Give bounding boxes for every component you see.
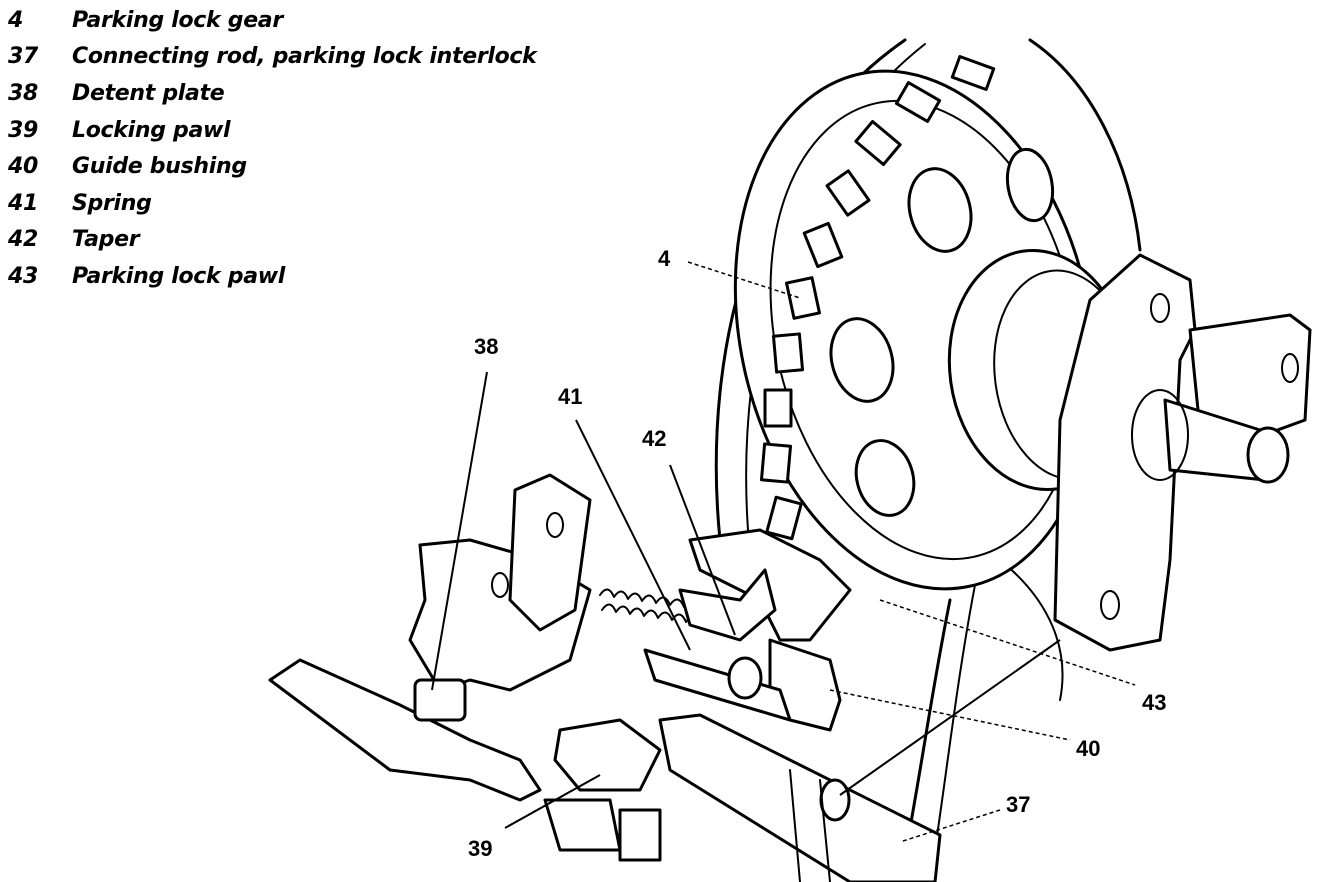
leader-lines bbox=[431, 261, 1136, 843]
legend-item: 38 Detent plate bbox=[8, 75, 568, 112]
leader-line-43 bbox=[879, 599, 1136, 686]
leader-line-40b bbox=[839, 639, 1061, 796]
legend-number: 4 bbox=[8, 7, 24, 33]
gear-hole bbox=[907, 167, 973, 253]
leader-line-40 bbox=[829, 689, 1071, 741]
callout-40: 40 bbox=[1076, 736, 1100, 761]
taper bbox=[678, 568, 777, 700]
leader-line-38 bbox=[431, 371, 488, 691]
legend-item: 40 Guide bushing bbox=[8, 148, 568, 185]
legend-label: Parking lock pawl bbox=[72, 263, 285, 289]
legend-number: 41 bbox=[8, 190, 39, 216]
leader-line-37 bbox=[899, 809, 1001, 843]
legend-label: Taper bbox=[72, 227, 140, 253]
gear-hole bbox=[854, 439, 916, 517]
callout-39: 39 bbox=[468, 836, 492, 861]
legend-number: 38 bbox=[8, 80, 39, 106]
locking-pawl bbox=[268, 658, 662, 862]
legend-item: 43 Parking lock pawl bbox=[8, 258, 568, 295]
leader-line-4 bbox=[687, 261, 801, 299]
parking-lock-pawl bbox=[688, 528, 852, 732]
legend-number: 37 bbox=[8, 44, 39, 70]
callout-43: 43 bbox=[1142, 690, 1166, 715]
callout-41: 41 bbox=[558, 384, 582, 409]
connecting-rod bbox=[658, 713, 942, 882]
legend-number: 39 bbox=[8, 117, 39, 143]
gear-hole bbox=[1005, 147, 1055, 223]
callout-38: 38 bbox=[474, 334, 498, 359]
detent-plate bbox=[408, 473, 592, 692]
legend-number: 42 bbox=[8, 227, 39, 253]
legend-item: 39 Locking pawl bbox=[8, 112, 568, 149]
leader-line-42 bbox=[669, 464, 736, 636]
leader-line-39 bbox=[504, 774, 601, 829]
guide-bushing bbox=[1053, 253, 1197, 652]
shaft-assembly bbox=[947, 249, 1312, 652]
legend-label: Locking pawl bbox=[72, 117, 231, 143]
legend-number: 43 bbox=[8, 263, 39, 289]
callout-4: 4 bbox=[658, 246, 671, 271]
legend-label: Connecting rod, parking lock interlock bbox=[72, 44, 537, 70]
legend-item: 42 Taper bbox=[8, 222, 568, 259]
legend-item: 41 Spring bbox=[8, 185, 568, 222]
legend: 4 Parking lock gear 37 Connecting rod, p… bbox=[8, 2, 568, 295]
legend-label: Detent plate bbox=[72, 80, 225, 106]
callouts: 4 38 41 42 43 40 37 39 bbox=[468, 246, 1166, 861]
callout-42: 42 bbox=[642, 426, 666, 451]
legend-label: Parking lock gear bbox=[72, 7, 283, 33]
gear-hole bbox=[829, 317, 895, 403]
legend-item: 37 Connecting rod, parking lock interloc… bbox=[8, 39, 568, 76]
legend-number: 40 bbox=[8, 154, 39, 180]
leader-line-41 bbox=[575, 419, 691, 651]
callout-37: 37 bbox=[1006, 792, 1030, 817]
legend-item: 4 Parking lock gear bbox=[8, 2, 568, 39]
legend-label: Guide bushing bbox=[72, 154, 247, 180]
legend-label: Spring bbox=[72, 190, 152, 216]
gear-teeth bbox=[759, 55, 996, 541]
